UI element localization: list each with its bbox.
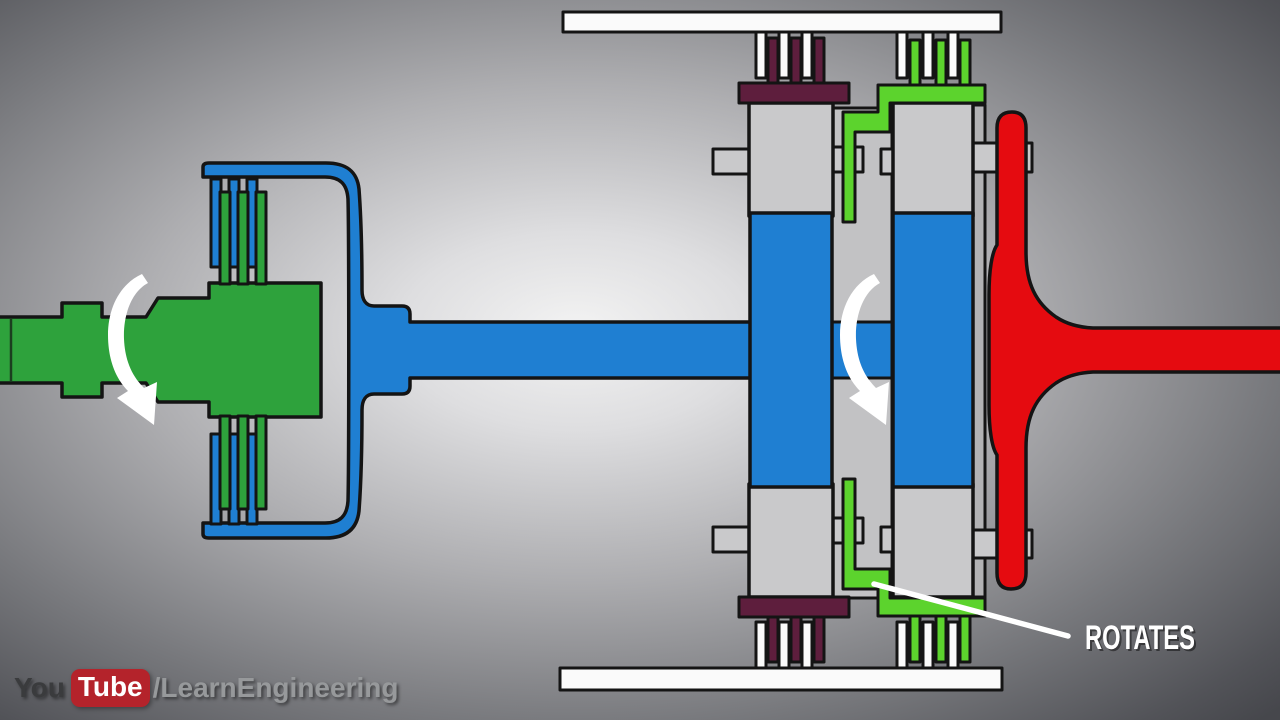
- gear1-body-top: [747, 101, 835, 218]
- casing-bar-top: [561, 10, 1003, 34]
- casing-bar-bottom: [558, 666, 1004, 692]
- sleeve-arm-bottom: [841, 477, 987, 618]
- rotates-pointer-line: [871, 581, 1071, 639]
- youtube-watermark: You Tube /LearnEngineering: [14, 669, 398, 707]
- clutch-drum-and-main-shaft: [201, 161, 895, 540]
- gear-blue-bands: [748, 211, 975, 489]
- gear1-band: [748, 211, 834, 489]
- gear1-body-bottom: [747, 482, 835, 599]
- clutch-plates-green: [218, 190, 268, 511]
- youtube-you-text: You: [14, 672, 65, 703]
- output-flange-and-shaft: [987, 110, 1280, 591]
- gear-bodies: [747, 101, 975, 599]
- right-spacer-strip: [971, 103, 987, 599]
- input-shaft: [0, 281, 323, 419]
- gear2-body-top: [891, 101, 975, 218]
- sleeve-arm-top: [841, 83, 987, 224]
- channel-name-text: /LearnEngineering: [152, 672, 399, 703]
- rotates-label: ROTATES: [1085, 619, 1195, 657]
- gear2-body-bottom: [891, 482, 975, 599]
- selector-sleeve-green: [841, 83, 987, 618]
- youtube-badge-icon: Tube: [70, 669, 150, 707]
- rotates-label-shadow: ROTATES: [1087, 621, 1197, 659]
- gear1-maroon-hubs: [737, 81, 851, 619]
- youtube-tube-text: Tube: [77, 671, 143, 702]
- gear2-band: [891, 211, 975, 489]
